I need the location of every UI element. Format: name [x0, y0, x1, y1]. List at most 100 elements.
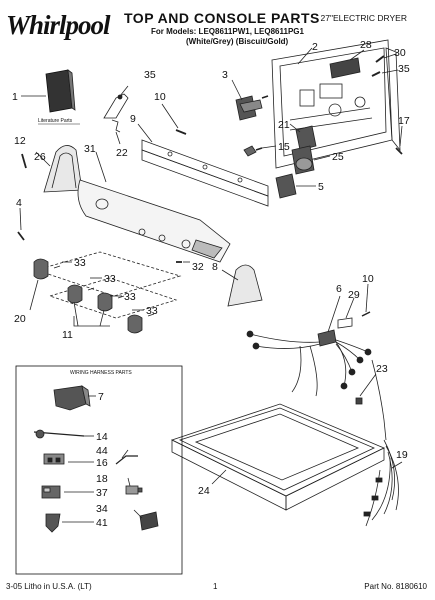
callout-22: 22 — [116, 147, 128, 159]
callout-14: 14 — [96, 431, 108, 443]
leader-9 — [137, 123, 153, 143]
switch-5 — [275, 173, 297, 199]
callout-10a: 10 — [154, 91, 166, 103]
screw-4 — [17, 231, 25, 241]
literature-label: Literature Parts — [38, 118, 73, 124]
screw-35 — [371, 71, 381, 77]
screw-10 — [175, 129, 187, 135]
callout-12: 12 — [14, 135, 26, 147]
timer-25 — [291, 145, 315, 175]
wiring-box-title: WIRING HARNESS PARTS — [70, 370, 132, 376]
callout-23: 23 — [376, 363, 388, 375]
footer-litho: 3-05 Litho in U.S.A. (LT) — [6, 582, 92, 591]
leader-28 — [349, 49, 365, 61]
callout-6: 6 — [336, 283, 342, 295]
page-title: TOP AND CONSOLE PARTS — [124, 10, 320, 26]
leader-44 — [121, 449, 129, 459]
leader-24 — [211, 469, 227, 485]
literature-booklet — [45, 69, 76, 113]
leader-8 — [221, 269, 239, 281]
callout-26: 26 — [34, 151, 46, 163]
leader-35b — [381, 69, 399, 74]
harness-part-7 — [53, 385, 91, 411]
leader-17 — [399, 125, 403, 147]
callout-30: 30 — [394, 47, 406, 59]
callout-24: 24 — [198, 485, 210, 497]
footer-page-number: 1 — [213, 582, 218, 591]
leader-35a — [119, 85, 129, 97]
connector-29 — [337, 317, 353, 329]
leader-34 — [133, 509, 143, 519]
callout-10b: 10 — [362, 273, 374, 285]
screw-17 — [395, 147, 403, 155]
leader-3 — [231, 79, 243, 101]
leader-23 — [359, 373, 377, 397]
callout-3: 3 — [222, 69, 228, 81]
leader-11 — [73, 316, 110, 327]
callout-31: 31 — [84, 143, 96, 155]
switch-3 — [235, 95, 263, 121]
callout-33c: 33 — [124, 291, 136, 303]
console-31 — [77, 179, 231, 263]
leader-31 — [95, 151, 107, 183]
callout-33b: 33 — [104, 273, 116, 285]
whirlpool-logo: Whirlpool — [6, 10, 111, 40]
callout-21: 21 — [278, 119, 290, 131]
terminal-block-6 — [317, 329, 337, 347]
leader-19 — [391, 461, 403, 469]
callout-7: 7 — [98, 391, 104, 403]
callout-17: 17 — [398, 115, 410, 127]
callout-37: 37 — [96, 487, 108, 499]
callout-28: 28 — [360, 39, 372, 51]
switch-21 — [295, 125, 317, 151]
callout-35a: 35 — [144, 69, 156, 81]
exploded-parts-diagram: Literature Parts WIRING HARNESS PARTS 1 … — [12, 39, 410, 575]
leader-2 — [297, 47, 313, 65]
harness-part-41 — [45, 513, 61, 533]
screw-12 — [21, 153, 27, 169]
callout-32: 32 — [192, 261, 204, 273]
callout-1: 1 — [12, 91, 18, 103]
leader-18 — [127, 477, 131, 487]
clip-22 — [111, 119, 121, 133]
console-bracket — [141, 139, 269, 207]
leader-29 — [345, 297, 355, 319]
cover-plate-28 — [329, 57, 361, 79]
callout-8: 8 — [212, 261, 218, 273]
leader-22 — [115, 131, 121, 145]
screw-30 — [375, 55, 385, 63]
leader-10a — [161, 103, 179, 129]
callout-15: 15 — [278, 141, 290, 153]
top-panel-24 — [170, 403, 385, 511]
callout-34: 34 — [96, 503, 108, 515]
leader-30 — [383, 53, 397, 59]
callout-4: 4 — [16, 197, 22, 209]
product-type: 27"ELECTRIC DRYER — [320, 13, 407, 23]
wire-harness — [246, 330, 399, 527]
model-colors: (White/Grey) (Biscuit/Gold) — [186, 37, 289, 46]
leader-26 — [35, 151, 51, 167]
callout-35b: 35 — [398, 63, 410, 75]
callout-9: 9 — [130, 113, 136, 125]
leader-20 — [29, 279, 39, 311]
callout-5: 5 — [318, 181, 324, 193]
harness-part-37 — [41, 485, 61, 499]
harness-part-16 — [43, 453, 65, 465]
harness-part-44 — [115, 455, 138, 465]
leader-6 — [327, 295, 341, 333]
callout-2: 2 — [312, 41, 318, 53]
callout-11: 11 — [62, 329, 73, 341]
harness-part-14 — [33, 429, 85, 439]
knob-group-20 — [33, 251, 182, 334]
leader-21 — [289, 123, 301, 133]
callout-41: 41 — [96, 517, 108, 529]
callout-18: 18 — [96, 473, 108, 485]
callout-20: 20 — [14, 313, 26, 325]
harness-part-18 — [125, 485, 143, 495]
leader-4 — [19, 207, 22, 231]
clip-23 — [355, 397, 363, 405]
callout-29: 29 — [348, 289, 360, 301]
clip-15 — [243, 145, 257, 157]
leader-25 — [313, 155, 331, 161]
leader-10b — [365, 283, 369, 313]
